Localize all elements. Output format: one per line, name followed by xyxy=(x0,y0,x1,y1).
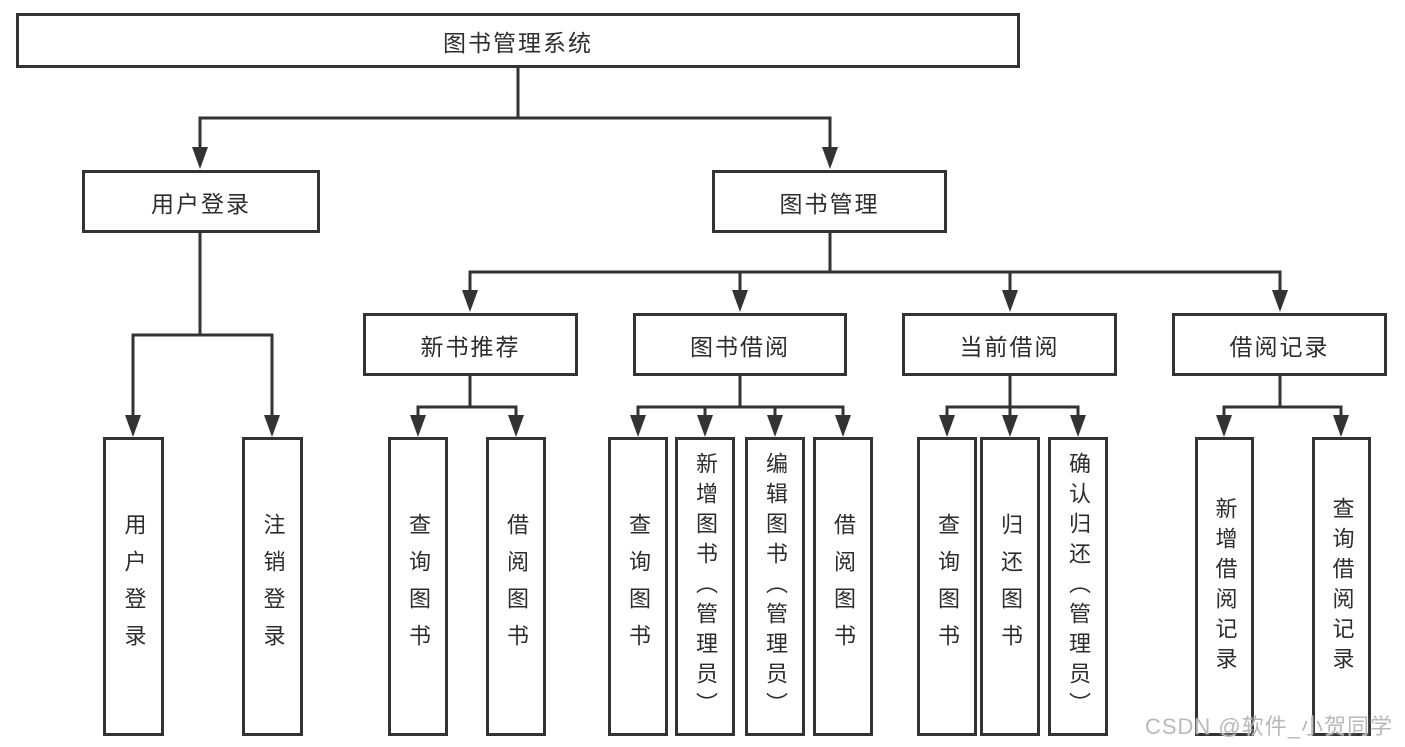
node-user-login: 用户登录 xyxy=(82,170,320,233)
leaf-borrow-books-recommend: 借阅图书 xyxy=(486,437,546,736)
leaf-return-books: 归还图书 xyxy=(980,437,1040,736)
leaf-label: 用户登录 xyxy=(121,512,147,661)
leaf-label: 借阅图书 xyxy=(831,512,856,661)
node-current-borrowing: 当前借阅 xyxy=(902,313,1117,376)
leaf-label: 查询图书 xyxy=(406,512,431,661)
leaf-label: 归还图书 xyxy=(998,512,1023,661)
node-new-book-recommend: 新书推荐 xyxy=(363,313,578,376)
leaf-label: 确认归还（管理员） xyxy=(1066,451,1091,722)
leaf-query-books-recommend: 查询图书 xyxy=(388,437,448,736)
leaf-label: 查询借阅记录 xyxy=(1329,496,1355,677)
leaf-borrow-books: 借阅图书 xyxy=(813,437,873,736)
node-book-borrowing: 图书借阅 xyxy=(633,313,847,376)
leaf-query-borrow-record: 查询借阅记录 xyxy=(1312,437,1371,736)
leaf-label: 新增图书（管理员） xyxy=(693,451,718,722)
leaf-edit-books-admin: 编辑图书（管理员） xyxy=(745,437,805,736)
leaf-label: 新增借阅记录 xyxy=(1212,496,1238,677)
csdn-watermark: CSDN @软件_小贺同学 xyxy=(1144,714,1393,739)
leaf-confirm-return-admin: 确认归还（管理员） xyxy=(1048,437,1108,736)
leaf-logout: 注销登录 xyxy=(242,437,303,736)
node-borrow-records: 借阅记录 xyxy=(1172,313,1387,376)
leaf-label: 注销登录 xyxy=(260,512,286,661)
leaf-add-borrow-record: 新增借阅记录 xyxy=(1195,437,1254,736)
leaf-label: 编辑图书（管理员） xyxy=(763,451,788,722)
leaf-query-books-borrowing: 查询图书 xyxy=(608,437,668,736)
leaf-label: 借阅图书 xyxy=(504,512,529,661)
leaf-user-login: 用户登录 xyxy=(103,437,164,736)
node-library-management-system: 图书管理系统 xyxy=(16,13,1020,68)
node-book-management: 图书管理 xyxy=(712,170,947,233)
leaf-query-books-current: 查询图书 xyxy=(917,437,977,736)
leaf-label: 查询图书 xyxy=(935,512,960,661)
leaf-label: 查询图书 xyxy=(626,512,651,661)
leaf-add-books-admin: 新增图书（管理员） xyxy=(675,437,735,736)
